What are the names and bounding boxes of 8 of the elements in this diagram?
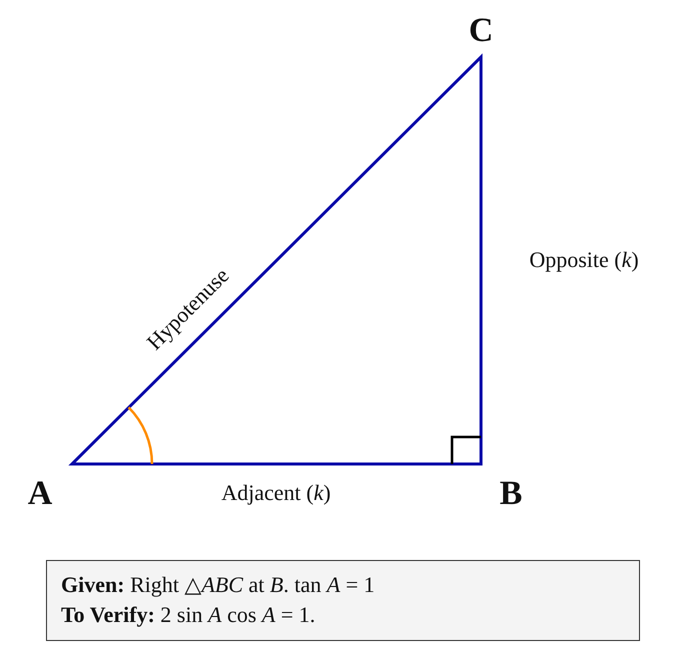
side-label: Opposite (k) [529, 249, 639, 271]
statement-text: Given: Right △ABC at B. tan A = 1 [61, 571, 376, 599]
vertex-label: B [500, 477, 522, 511]
side-label: Adjacent (k) [221, 482, 331, 504]
statement-box [46, 560, 640, 641]
statement-text: To Verify: 2 sin A cos A = 1. [61, 601, 316, 629]
vertex-label: C [468, 14, 494, 48]
vertex-label: A [28, 477, 52, 511]
